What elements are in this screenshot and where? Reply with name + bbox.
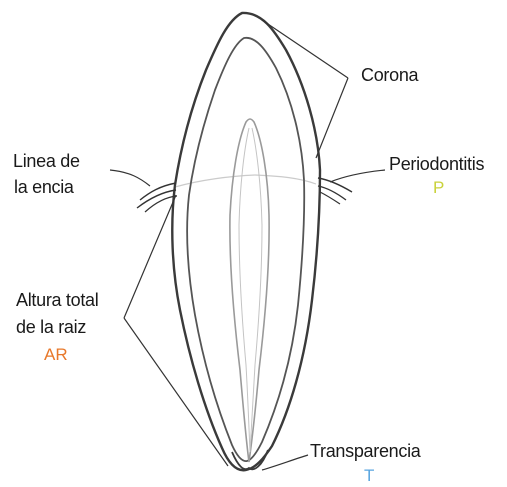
- altura-leader-upper: [124, 195, 176, 318]
- transparencia-leader: [262, 455, 308, 470]
- altura-total-label-line1: Altura total: [16, 289, 98, 311]
- gum-mark-left-2: [137, 190, 176, 208]
- corona-label: Corona: [361, 64, 418, 86]
- tooth-outer-outline: [172, 13, 320, 470]
- pulp-canal: [230, 119, 269, 462]
- crown-boundary-line: [175, 175, 316, 187]
- altura-leader-lower: [124, 318, 228, 466]
- tooth-inner-outline: [187, 38, 304, 461]
- periodontitis-label: Periodontitis: [389, 153, 484, 175]
- altura-total-label-line2: de la raiz: [16, 316, 86, 338]
- altura-total-abbr: AR: [44, 345, 68, 365]
- periodontitis-leader: [330, 170, 385, 182]
- corona-leader-bottom: [316, 78, 348, 158]
- linea-de-la-encia-label-line1: Linea de: [13, 150, 80, 172]
- linea-de-la-encia-label-line2: la encia: [14, 176, 74, 198]
- periodontitis-abbr: P: [433, 178, 444, 198]
- transparencia-label: Transparencia: [310, 440, 421, 462]
- corona-leader-top: [262, 20, 348, 78]
- transparencia-abbr: T: [364, 466, 374, 486]
- linea-encia-leader: [110, 170, 150, 186]
